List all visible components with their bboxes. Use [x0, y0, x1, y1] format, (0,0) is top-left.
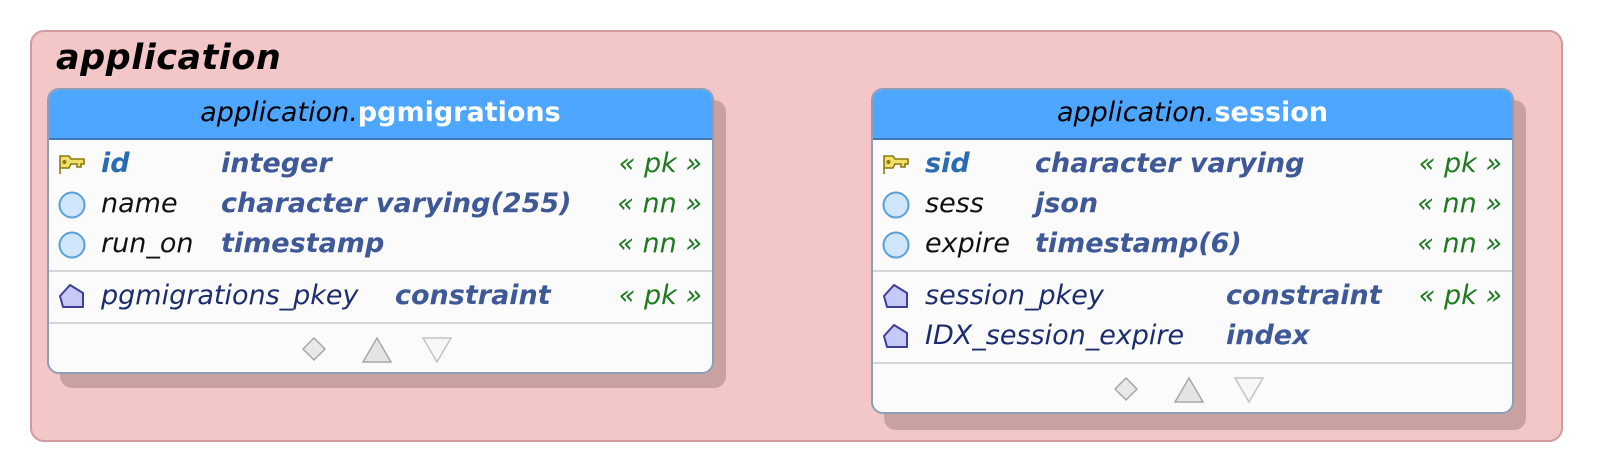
index-row[interactable]: IDX_session_expire index: [873, 316, 1512, 356]
index-row[interactable]: session_pkey constraint « pk »: [873, 276, 1512, 316]
column-row[interactable]: run_on timestamp « nn »: [49, 224, 712, 264]
column-flag: « pk »: [618, 148, 702, 179]
index-type: index: [1226, 320, 1310, 351]
index-pentagon-icon: [883, 324, 908, 348]
table-session[interactable]: application.session sid character varyin…: [871, 88, 1514, 414]
column-row[interactable]: sess json « nn »: [873, 184, 1512, 224]
table-schema-name: application.: [200, 97, 358, 128]
column-type: timestamp(6): [1035, 228, 1242, 259]
column-type: json: [1035, 188, 1099, 219]
column-type: timestamp: [221, 228, 385, 259]
column-flag: « nn »: [617, 188, 702, 219]
column-name: id: [101, 148, 130, 179]
column-row[interactable]: name character varying(255) « nn »: [49, 184, 712, 224]
index-flag: « pk »: [618, 280, 702, 311]
table-name: session: [1214, 97, 1329, 128]
column-circle-icon: [58, 191, 86, 219]
diamond-icon[interactable]: [301, 336, 327, 362]
section-divider: [873, 270, 1512, 272]
index-type: constraint: [1226, 280, 1382, 311]
column-row[interactable]: sid character varying « pk »: [873, 144, 1512, 184]
key-icon: [59, 155, 85, 174]
diamond-icon[interactable]: [1113, 376, 1139, 402]
column-circle-icon: [882, 231, 910, 259]
index-name: pgmigrations_pkey: [101, 280, 359, 311]
triangle-down-icon[interactable]: [1233, 376, 1265, 404]
triangle-down-icon[interactable]: [421, 336, 453, 364]
group-title: application: [56, 38, 282, 78]
index-pentagon-icon: [883, 284, 908, 308]
index-name: IDX_session_expire: [925, 320, 1185, 351]
column-row[interactable]: expire timestamp(6) « nn »: [873, 224, 1512, 264]
index-row[interactable]: pgmigrations_pkey constraint « pk »: [49, 276, 712, 316]
column-type: integer: [221, 148, 332, 179]
triangle-up-icon[interactable]: [1173, 376, 1205, 404]
section-divider: [49, 270, 712, 272]
column-name: sid: [925, 148, 970, 179]
column-name: sess: [925, 188, 984, 219]
column-flag: « pk »: [1418, 148, 1502, 179]
table-header[interactable]: application.pgmigrations: [49, 90, 712, 140]
column-flag: « nn »: [1417, 228, 1502, 259]
column-row[interactable]: id integer « pk »: [49, 144, 712, 184]
index-name: session_pkey: [925, 280, 1104, 311]
table-footer: [49, 324, 712, 372]
table-pgmigrations[interactable]: application.pgmigrations id integer « pk…: [47, 88, 714, 374]
table-name: pgmigrations: [357, 97, 561, 128]
index-pentagon-icon: [59, 284, 84, 308]
section-divider: [49, 322, 712, 324]
column-type: character varying(255): [221, 188, 572, 219]
column-name: name: [101, 188, 178, 219]
column-flag: « nn »: [617, 228, 702, 259]
triangle-up-icon[interactable]: [361, 336, 393, 364]
column-name: expire: [925, 228, 1010, 259]
column-name: run_on: [101, 228, 194, 259]
key-icon: [883, 155, 909, 174]
column-flag: « nn »: [1417, 188, 1502, 219]
column-circle-icon: [58, 231, 86, 259]
index-type: constraint: [395, 280, 551, 311]
column-circle-icon: [882, 191, 910, 219]
table-schema-name: application.: [1056, 97, 1215, 128]
table-footer: [873, 364, 1512, 412]
column-type: character varying: [1035, 148, 1305, 179]
section-divider: [873, 362, 1512, 364]
table-header[interactable]: application.session: [873, 90, 1512, 140]
index-flag: « pk »: [1418, 280, 1502, 311]
